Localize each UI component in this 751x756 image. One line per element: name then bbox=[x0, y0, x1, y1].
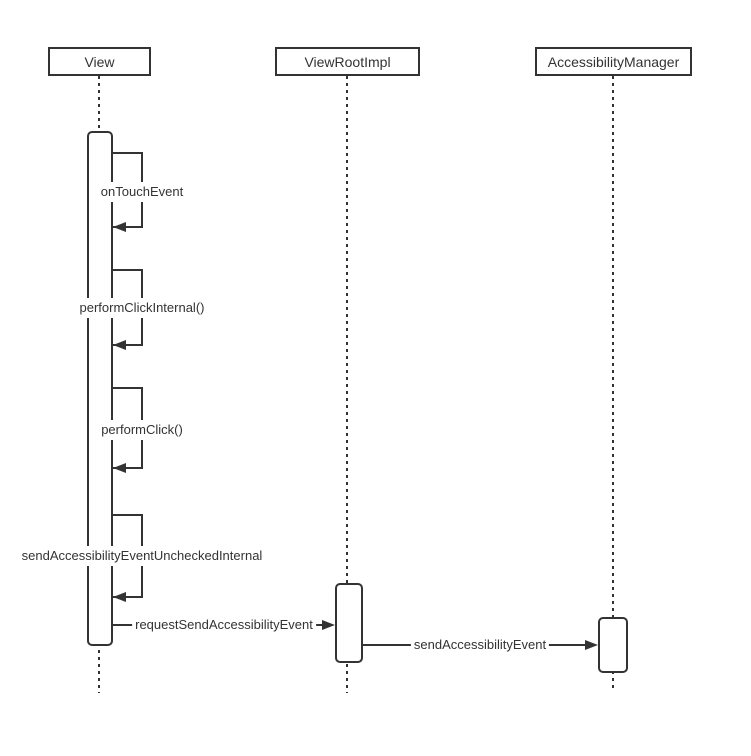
arrowhead-sendaccessibilityevent bbox=[585, 640, 598, 650]
participant-view-label: View bbox=[84, 53, 115, 70]
activation-bar-view bbox=[87, 131, 113, 646]
participant-accessibilitymanager: AccessibilityManager bbox=[535, 47, 692, 76]
message-label-sendaccessibilityevent: sendAccessibilityEvent bbox=[410, 635, 550, 655]
participant-viewrootimpl: ViewRootImpl bbox=[275, 47, 420, 76]
message-label-performclick: performClick() bbox=[98, 420, 186, 440]
message-label-ontouchevent: onTouchEvent bbox=[97, 182, 187, 202]
arrowhead-performclick bbox=[113, 463, 126, 473]
arrowhead-requestsendaccessibilityevent bbox=[322, 620, 335, 630]
activation-bar-viewrootimpl bbox=[335, 583, 363, 663]
arrowhead-performclickinternal bbox=[113, 340, 126, 350]
message-label-sendaccessibilityeventuncheckedinternal: sendAccessibilityEventUncheckedInternal bbox=[18, 546, 266, 566]
participant-viewrootimpl-label: ViewRootImpl bbox=[304, 53, 391, 70]
message-label-requestsendaccessibilityevent: requestSendAccessibilityEvent bbox=[132, 615, 316, 635]
message-label-performclickinternal: performClickInternal() bbox=[76, 298, 208, 318]
participant-view: View bbox=[48, 47, 151, 76]
participant-accessibilitymanager-label: AccessibilityManager bbox=[547, 53, 680, 70]
lifeline-viewrootimpl bbox=[346, 76, 348, 693]
activation-bar-accessibilitymanager bbox=[598, 617, 628, 673]
arrowhead-sendaccessibilityeventuncheckedinternal bbox=[113, 592, 126, 602]
arrowhead-ontouchevent bbox=[113, 222, 126, 232]
lifeline-accessibilitymanager bbox=[612, 76, 614, 690]
